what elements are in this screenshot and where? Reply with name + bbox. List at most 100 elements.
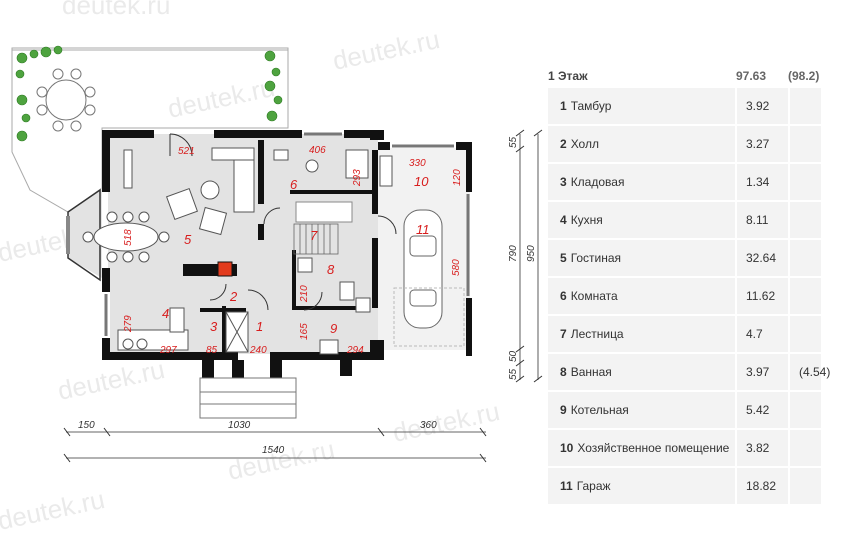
room-area-extra bbox=[790, 278, 821, 314]
room-2-number: 2 bbox=[229, 289, 238, 304]
dim-label: 50 bbox=[508, 350, 519, 362]
room-area: 3.82 bbox=[737, 430, 788, 466]
room-name: Комната bbox=[570, 289, 618, 303]
room-area-extra bbox=[790, 392, 821, 428]
room-10-number: 10 bbox=[414, 174, 429, 189]
sofa-back bbox=[211, 147, 255, 161]
room-name: Холл bbox=[570, 137, 599, 151]
watermark: deutek.ru bbox=[165, 72, 277, 124]
terrace-table bbox=[45, 79, 87, 121]
room-name: Хозяйственное помещение bbox=[577, 441, 730, 455]
inner-dimensions: 521 406 330 120 293 518 580 210 279 165 … bbox=[123, 145, 463, 356]
walls bbox=[102, 130, 472, 380]
floor-plan: deutek.ru deutek.ru deutek.ru deutek.ru … bbox=[0, 0, 543, 536]
dim-label: 210 bbox=[299, 285, 310, 303]
room-9-number: 9 bbox=[330, 321, 337, 336]
room-area: 5.42 bbox=[737, 392, 788, 428]
windows bbox=[104, 132, 470, 336]
nightstand bbox=[273, 149, 289, 161]
room-area: 3.97 bbox=[737, 354, 788, 390]
dim-label: 360 bbox=[420, 420, 437, 431]
dim-label: 120 bbox=[452, 169, 463, 186]
boiler bbox=[319, 339, 339, 355]
room-number: 2 bbox=[560, 137, 567, 151]
room-area-extra: (4.54) bbox=[790, 354, 830, 390]
dim-label: 406 bbox=[309, 145, 326, 156]
dim-label: 85 bbox=[206, 345, 218, 356]
room-area-extra bbox=[790, 430, 821, 466]
room-number: 7 bbox=[560, 327, 567, 341]
room-number: 5 bbox=[560, 251, 567, 265]
fridge bbox=[169, 307, 185, 333]
room-number: 9 bbox=[560, 403, 567, 417]
room-number: 8 bbox=[560, 365, 567, 379]
room-area: 11.62 bbox=[737, 278, 788, 314]
dim-label: 293 bbox=[352, 169, 363, 187]
dim-label: 297 bbox=[159, 345, 177, 356]
room-number: 6 bbox=[560, 289, 567, 303]
dim-label: 1030 bbox=[228, 420, 251, 431]
sofa bbox=[233, 159, 255, 213]
watermark: deutek.ru bbox=[330, 24, 442, 76]
dim-label: 150 bbox=[78, 420, 95, 431]
room-area-extra bbox=[790, 88, 821, 124]
room-name: Кладовая bbox=[570, 175, 625, 189]
wardrobe bbox=[345, 149, 369, 179]
room-name: Гостиная bbox=[570, 251, 622, 265]
doors bbox=[169, 133, 397, 311]
dim-label: 518 bbox=[123, 229, 134, 246]
floor-area-total: (98.2) bbox=[788, 69, 820, 83]
watermark: deutek.ru bbox=[62, 0, 170, 20]
utility-shelf bbox=[379, 155, 393, 187]
room-area-extra bbox=[790, 202, 821, 238]
coffee-table bbox=[200, 180, 220, 200]
chair bbox=[305, 159, 319, 173]
room-area-extra bbox=[790, 468, 821, 504]
dim-label: 950 bbox=[526, 245, 537, 262]
car bbox=[393, 209, 465, 347]
room-name: Ванная bbox=[570, 365, 612, 379]
floor-label: 1 Этаж bbox=[548, 69, 588, 83]
dining-table bbox=[93, 222, 159, 252]
room-11-number: 11 bbox=[416, 222, 430, 237]
dim-label: 294 bbox=[346, 345, 364, 356]
bay-window bbox=[66, 188, 101, 282]
room-name: Гараж bbox=[576, 479, 611, 493]
sink bbox=[297, 257, 313, 273]
room-area: 3.92 bbox=[737, 88, 788, 124]
watermark: deutek.ru bbox=[225, 434, 337, 486]
room-5-number: 5 bbox=[184, 232, 192, 247]
right-dimensions: 55 790 950 50 55 bbox=[508, 129, 543, 383]
room-7-number: 7 bbox=[310, 228, 318, 243]
shelf bbox=[123, 149, 133, 189]
dim-label: 240 bbox=[249, 345, 267, 356]
furniture bbox=[82, 147, 393, 355]
room-area: 3.27 bbox=[737, 126, 788, 162]
room-area-extra bbox=[790, 316, 821, 352]
room-area: 1.34 bbox=[737, 164, 788, 200]
room-number: 4 bbox=[560, 213, 567, 227]
room-numbers: 5 6 10 11 7 8 2 4 3 1 9 bbox=[162, 174, 430, 336]
armchair bbox=[165, 187, 199, 221]
room-4-number: 4 bbox=[162, 306, 169, 321]
boiler-tank bbox=[355, 297, 371, 313]
room-name: Кухня bbox=[570, 213, 603, 227]
room-3-number: 3 bbox=[210, 319, 218, 334]
dim-label: 330 bbox=[409, 158, 426, 169]
staircase bbox=[293, 223, 339, 255]
